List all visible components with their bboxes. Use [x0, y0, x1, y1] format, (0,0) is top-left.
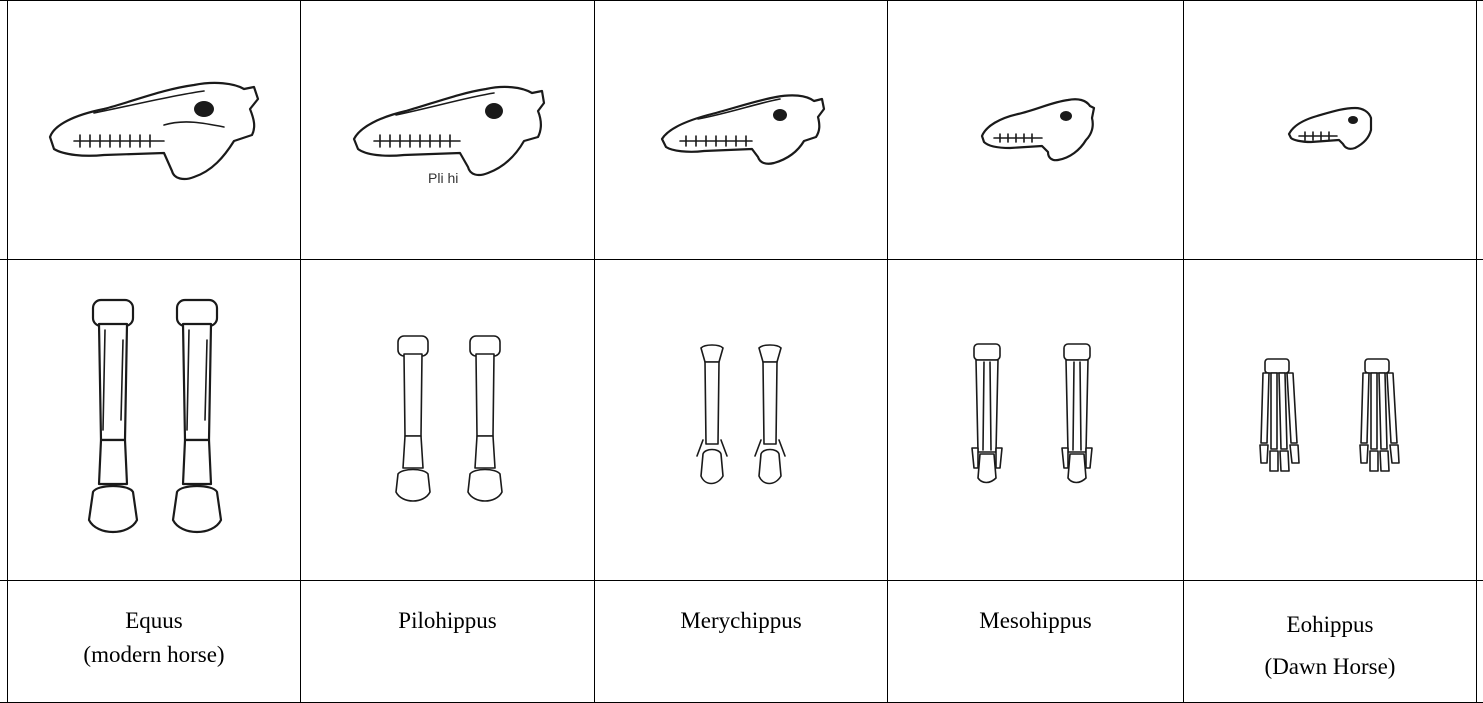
horse-foot-icon — [388, 330, 508, 510]
row-divider — [0, 580, 1483, 581]
foot-cell-equus — [8, 260, 300, 580]
horse-skull-icon — [656, 85, 826, 175]
skull-cell-equus — [8, 1, 300, 259]
foot-cell-pilohippus — [301, 260, 594, 580]
taxon-name: Equus — [8, 604, 300, 638]
taxon-label-mesohippus: Mesohippus — [888, 604, 1183, 638]
horse-skull-icon: Pli hi — [348, 75, 548, 185]
column-divider — [1476, 0, 1477, 703]
skull-cell-mesohippus — [888, 1, 1183, 259]
horse-foot-icon — [1255, 355, 1405, 485]
taxon-label-merychippus: Merychippus — [595, 604, 887, 638]
skull-cell-pilohippus: Pli hi — [301, 1, 594, 259]
taxon-name: Pilohippus — [301, 604, 594, 638]
svg-text:Pli hi: Pli hi — [428, 170, 458, 186]
skull-cell-merychippus — [595, 1, 887, 259]
taxon-name: Mesohippus — [888, 604, 1183, 638]
taxon-note: (modern horse) — [8, 638, 300, 672]
horse-foot-icon — [69, 290, 239, 550]
horse-skull-icon — [976, 90, 1096, 170]
foot-cell-merychippus — [595, 260, 887, 580]
horse-foot-icon — [966, 340, 1106, 500]
foot-cell-eohippus — [1184, 260, 1476, 580]
taxon-label-eohippus: Eohippus (Dawn Horse) — [1184, 604, 1476, 688]
taxon-name: Merychippus — [595, 604, 887, 638]
skull-cell-eohippus — [1184, 1, 1476, 259]
taxon-label-equus: Equus (modern horse) — [8, 604, 300, 672]
horse-skull-icon — [1285, 100, 1375, 160]
taxon-label-pilohippus: Pilohippus — [301, 604, 594, 638]
horse-foot-icon — [691, 340, 791, 500]
foot-cell-mesohippus — [888, 260, 1183, 580]
horse-skull-icon — [44, 75, 264, 185]
taxon-name: Eohippus — [1184, 604, 1476, 646]
taxon-note: (Dawn Horse) — [1184, 646, 1476, 688]
